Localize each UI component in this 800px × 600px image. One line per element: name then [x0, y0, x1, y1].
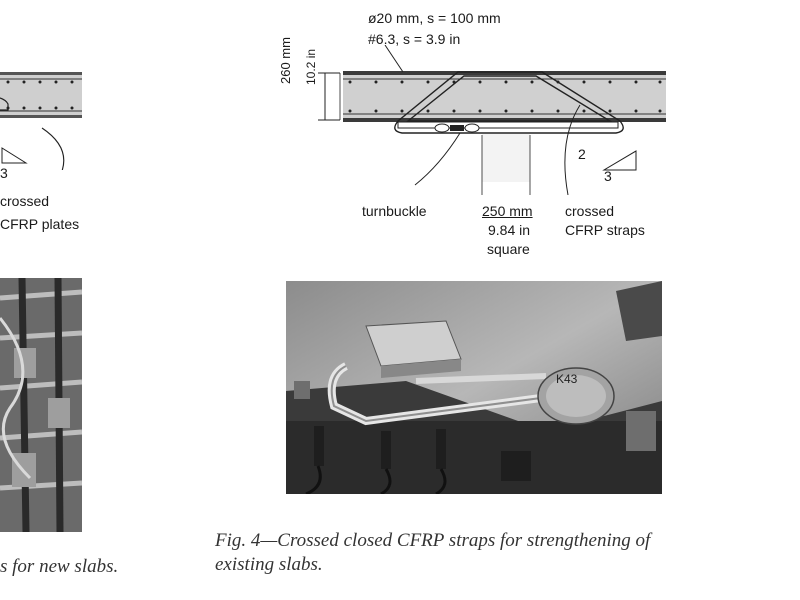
photo-marker-label: K43: [556, 372, 578, 386]
left-slope-triangle: [1, 147, 28, 164]
turnbuckle-body: [434, 123, 480, 133]
steel-plate: [365, 320, 462, 367]
rebar-spec-imperial: #6.3, s = 3.9 in: [368, 31, 461, 47]
strap-bottom-bar: [397, 121, 619, 129]
strap-slab-diagram: [318, 45, 666, 195]
anchor-square: [482, 134, 530, 182]
straps-label-line1: crossed: [565, 203, 615, 219]
slope-triangle: [602, 150, 637, 171]
rebar-leader-line: [384, 45, 404, 73]
turnbuckle-leader-line: [414, 132, 461, 186]
left-leader-line: [41, 127, 65, 170]
left-slab-diagram: [0, 72, 82, 170]
left-label-line2: CFRP plates: [0, 216, 80, 232]
thickness-label-mm: 260 mm: [278, 37, 293, 84]
dimension-in: 9.84 in: [488, 222, 531, 238]
left-slope-run: 3: [0, 165, 8, 181]
thickness-label-in: 10.2 in: [304, 48, 318, 85]
rebar-dots: [348, 80, 662, 113]
slab-section: [343, 73, 666, 120]
rebar-spec-metric: ø20 mm, s = 100 mm: [368, 10, 501, 26]
left-photo-rebar: [0, 278, 82, 532]
left-slab-section: [0, 72, 82, 118]
slope-rise: 2: [578, 146, 586, 162]
dimension-note: square: [487, 241, 530, 257]
slope-run: 3: [604, 168, 612, 184]
strap-photo: [286, 281, 662, 494]
figure-caption-line2: existing slabs.: [215, 554, 323, 575]
cfrp-straps: [394, 71, 624, 134]
straps-leader-line: [564, 104, 581, 195]
straps-label-line2: CFRP straps: [565, 222, 645, 238]
figure-caption-line1: Fig. 4—Crossed closed CFRP straps for st…: [215, 530, 651, 551]
left-caption-tail: s for new slabs.: [0, 556, 119, 577]
turnbuckle-label: turnbuckle: [362, 203, 427, 219]
dimension-mm: 250 mm: [482, 203, 533, 219]
left-label-line1: crossed: [0, 193, 50, 209]
